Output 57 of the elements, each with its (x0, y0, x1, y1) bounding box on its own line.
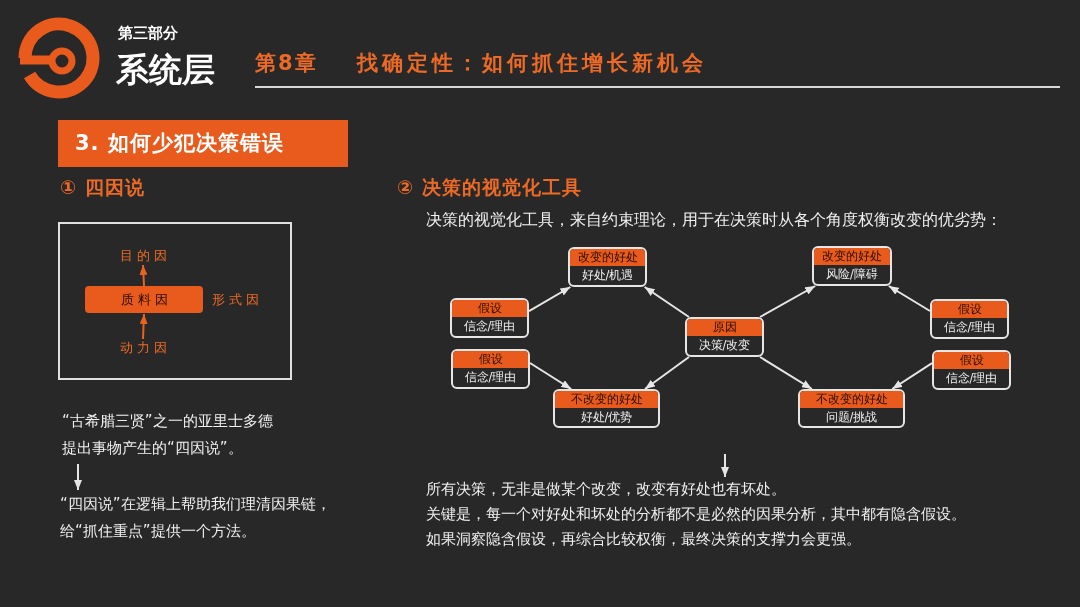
arrow (643, 286, 690, 318)
box-text: 问题/挑战 (824, 409, 879, 426)
box-text: 好处/优势 (579, 409, 634, 426)
box-text: 决策/改变 (697, 337, 752, 354)
cause-label: 目的因 (114, 247, 172, 264)
intro-text: 决策的视觉化工具，来自约束理论，用于在决策时从各个角度权衡改变的优劣势： (426, 211, 1002, 231)
box-heading: 不改变的好处 (555, 391, 658, 408)
box-heading: 改变的好处 (814, 248, 890, 265)
process-box (798, 389, 905, 428)
box-heading: 原因 (687, 319, 762, 336)
arrow (759, 356, 813, 390)
box-text: 信念/理由 (942, 319, 997, 336)
process-box (553, 389, 660, 428)
box-heading: 改变的好处 (570, 249, 645, 266)
frame-box (58, 222, 292, 380)
arrow (891, 362, 933, 390)
arrow (528, 286, 572, 313)
arrow (887, 285, 931, 312)
arrow (529, 362, 573, 390)
sentence: 如果洞察隐含假设，再综合比较权衡，最终决策的支撑力会更强。 (426, 529, 862, 550)
arrow (721, 453, 729, 478)
box-text: 信念/理由 (463, 369, 518, 386)
arrow (139, 264, 148, 287)
box-text: 信念/理由 (462, 318, 517, 335)
paragraph: “四因说”在逻辑上帮助我们理清因果链，给“抓住重点”提供一个方法。 (60, 491, 340, 545)
box-text: 好处/机遇 (580, 267, 635, 284)
section-banner: 3. 如何少犯决策错误 (58, 120, 348, 167)
sentence: 所有决策，无非是做某个改变，改变有好处也有坏处。 (426, 479, 787, 500)
box-heading: 假设 (932, 301, 1007, 318)
process-box (568, 247, 647, 287)
process-box (685, 317, 764, 357)
arrow (644, 356, 690, 390)
arrow (139, 313, 148, 340)
cause-bar: 质料因 (85, 286, 203, 313)
box-heading: 假设 (452, 300, 527, 317)
process-box (812, 246, 892, 286)
cause-label: 形式因 (212, 292, 263, 309)
sentence: 关键是，每一个对好处和坏处的分析都不是必然的因果分析，其中都有隐含假设。 (426, 504, 966, 525)
chapter-title: 找确定性：如何抓住增长新机会 (357, 50, 707, 77)
section-heading: ② 决策的视觉化工具 (397, 176, 582, 200)
process-box (932, 350, 1011, 390)
box-heading: 假设 (934, 352, 1009, 369)
cause-label: 动力因 (114, 339, 172, 356)
paragraph: “古希腊三贤”之一的亚里士多德提出事物产生的“四因说”。 (62, 408, 280, 462)
chapter-number: 第8章 (255, 50, 318, 77)
layer-title: 系统层 (116, 49, 215, 91)
process-box (450, 298, 529, 338)
part-label: 第三部分 (118, 24, 178, 43)
box-heading: 不改变的好处 (800, 391, 903, 408)
process-box (930, 299, 1009, 339)
box-text: 信念/理由 (944, 370, 999, 387)
arrow (74, 463, 82, 491)
process-box (451, 349, 530, 389)
box-text: 风险/障碍 (825, 266, 879, 283)
arrow (759, 285, 817, 318)
box-heading: 假设 (453, 351, 528, 368)
section-heading: ① 四因说 (60, 176, 145, 200)
